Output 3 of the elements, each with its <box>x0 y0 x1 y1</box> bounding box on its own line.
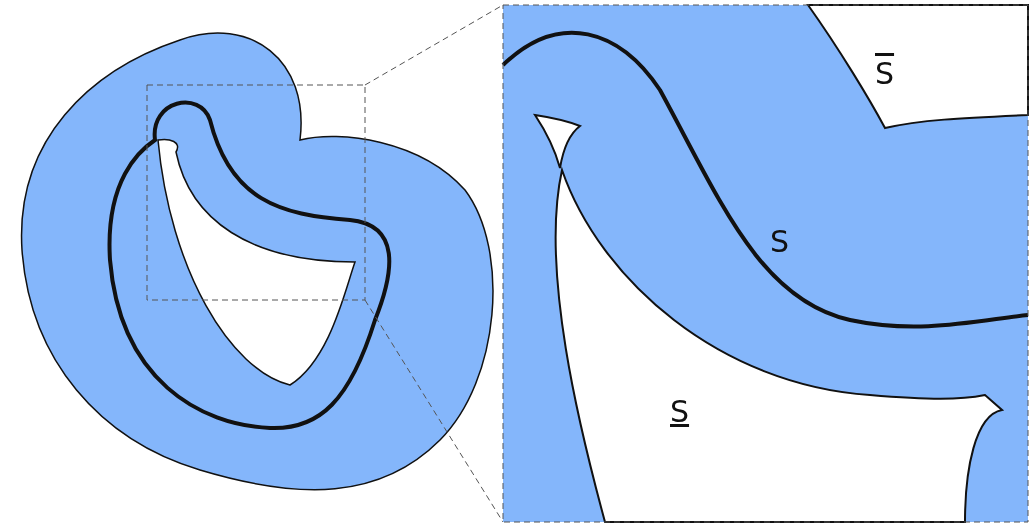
curve-label: S <box>670 396 690 428</box>
curve-label: S <box>875 58 895 90</box>
curve-label: S <box>770 226 790 258</box>
